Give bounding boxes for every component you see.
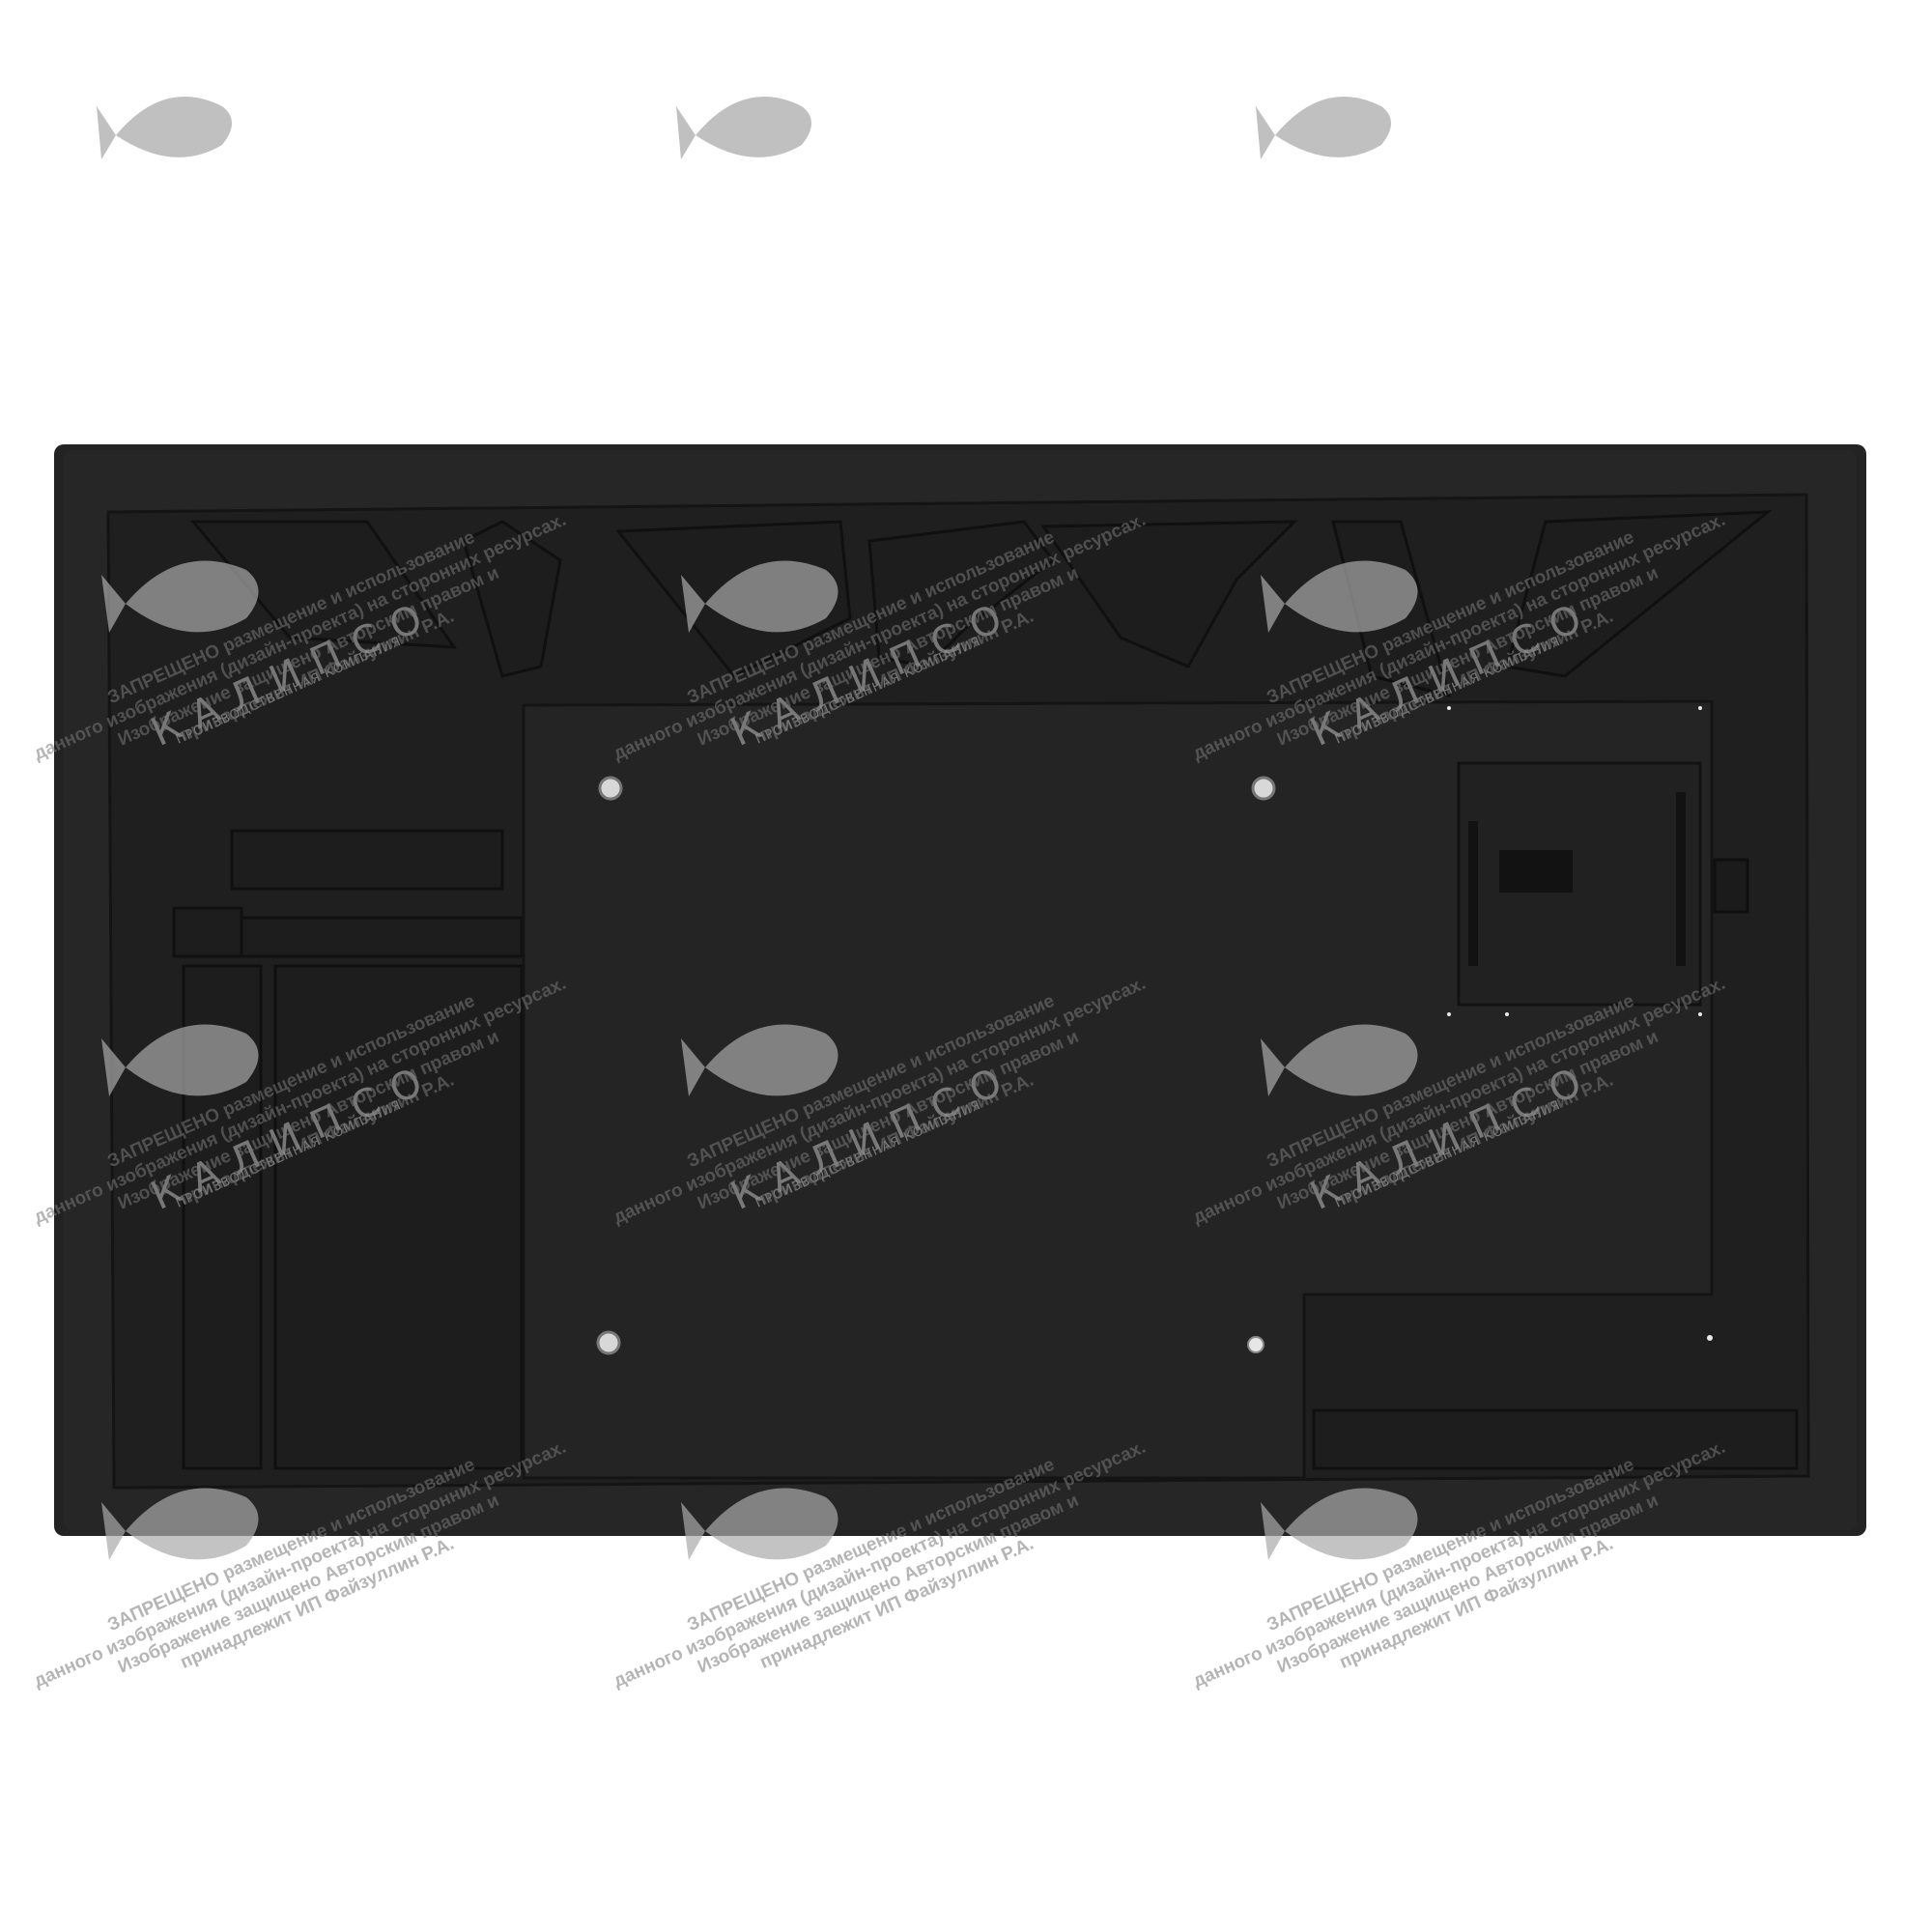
vent-slots xyxy=(1468,792,1686,966)
electronics-cover xyxy=(1457,761,1702,1007)
mounting-plate xyxy=(522,699,1714,1480)
screw-holes xyxy=(1447,706,1713,1341)
vesa-screws xyxy=(596,776,1276,1355)
side-connector xyxy=(1713,858,1749,914)
